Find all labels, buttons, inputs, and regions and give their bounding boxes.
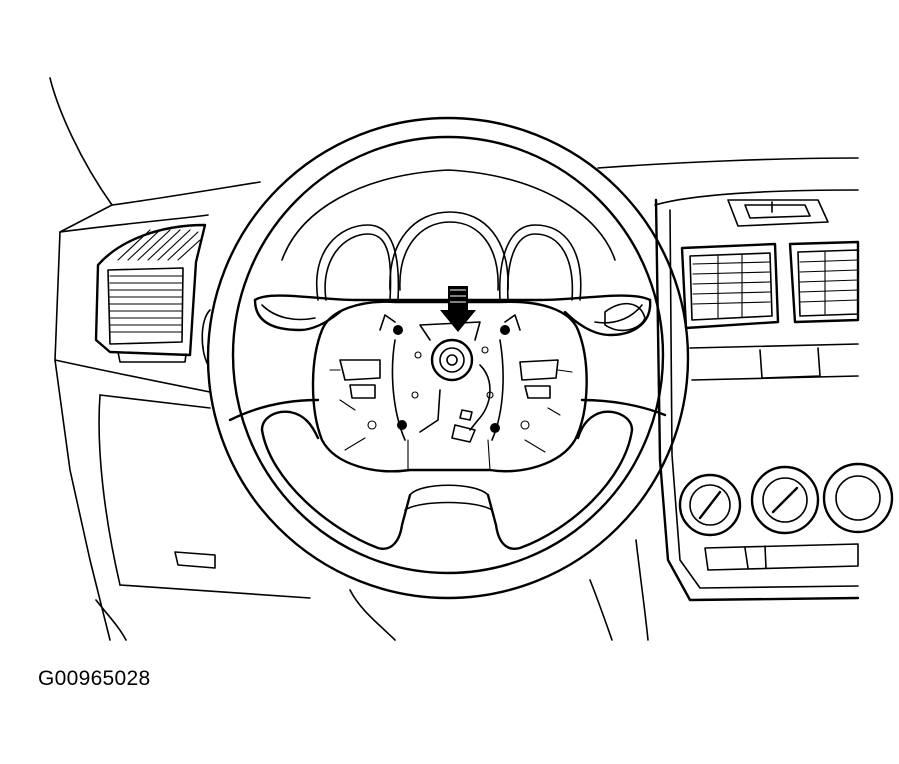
wheel-hub [311, 300, 588, 473]
steering-wheel-rim [206, 116, 690, 600]
left-stalk [201, 309, 211, 366]
center-console [597, 157, 894, 602]
figure-id-label: G00965028 [38, 667, 151, 690]
instrument-cluster [281, 169, 616, 301]
pointer-arrow [440, 286, 476, 332]
wheel-lower-section [228, 398, 667, 550]
hvac-knob-center [750, 465, 820, 535]
hvac-knob-left [678, 473, 742, 537]
steering-column [349, 539, 649, 641]
left-air-vent [94, 223, 207, 363]
a-pillar [49, 77, 261, 206]
left-dashboard [54, 204, 311, 641]
hvac-knob-right [822, 462, 894, 534]
